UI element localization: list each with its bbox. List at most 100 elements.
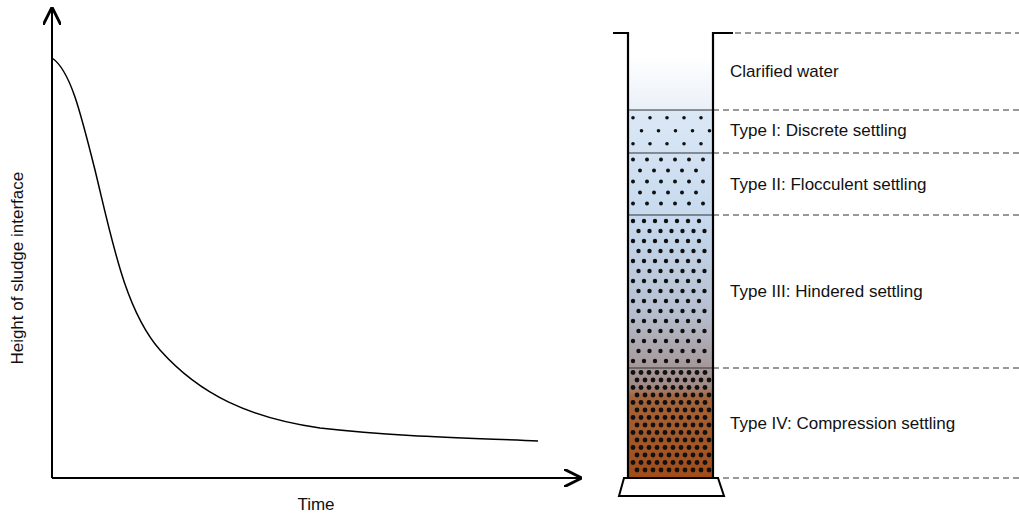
particle-dot bbox=[671, 385, 676, 390]
particle-dot bbox=[631, 415, 636, 420]
particle-dot bbox=[675, 453, 680, 458]
particle-dot bbox=[651, 378, 656, 383]
particle-dot bbox=[703, 415, 708, 420]
particle-dot bbox=[691, 269, 695, 273]
particle-dot bbox=[631, 400, 636, 405]
particle-dot bbox=[691, 408, 696, 413]
particle-dot bbox=[653, 299, 657, 303]
particle-dot bbox=[631, 142, 635, 146]
particle-dot bbox=[697, 339, 701, 343]
particle-dot bbox=[658, 269, 662, 273]
particle-dot bbox=[687, 400, 692, 405]
particle-dot bbox=[699, 423, 704, 428]
particle-dot bbox=[697, 279, 701, 283]
zone-label: Type III: Hindered settling bbox=[730, 282, 923, 302]
particle-dot bbox=[647, 400, 652, 405]
particle-dot bbox=[642, 259, 646, 263]
particle-dot bbox=[686, 339, 690, 343]
particle-dot bbox=[680, 329, 684, 333]
particle-dot bbox=[647, 229, 651, 233]
particle-dot bbox=[631, 339, 635, 343]
particle-dot bbox=[675, 393, 680, 398]
particle-dot bbox=[703, 430, 708, 435]
particle-dot bbox=[631, 180, 635, 184]
particle-dot bbox=[683, 378, 688, 383]
particle-dot bbox=[639, 370, 644, 375]
particle-dot bbox=[675, 239, 679, 243]
particle-dot bbox=[645, 158, 649, 162]
particle-dot bbox=[642, 239, 646, 243]
particle-dot bbox=[647, 269, 651, 273]
particle-dot bbox=[659, 468, 664, 473]
particle-dot bbox=[701, 202, 705, 206]
particle-dot bbox=[687, 202, 691, 206]
particle-dot bbox=[691, 349, 695, 353]
particle-dot bbox=[655, 430, 660, 435]
particle-dot bbox=[675, 259, 679, 263]
particle-dot bbox=[673, 180, 677, 184]
particle-dot bbox=[702, 289, 706, 293]
particle-dot bbox=[673, 158, 677, 162]
particle-dot bbox=[707, 423, 712, 428]
particle-dot bbox=[707, 438, 712, 443]
dashed-guides bbox=[713, 33, 1019, 478]
particle-dot bbox=[664, 239, 668, 243]
particle-dot bbox=[686, 239, 690, 243]
particle-dot bbox=[631, 319, 635, 323]
particle-dot bbox=[686, 299, 690, 303]
particle-dot bbox=[648, 116, 652, 120]
particle-dot bbox=[631, 279, 635, 283]
zone-label: Type I: Discrete settling bbox=[730, 121, 907, 141]
particle-dot bbox=[675, 359, 679, 363]
particle-dot bbox=[631, 202, 635, 206]
particle-dot bbox=[686, 219, 690, 223]
particle-dot bbox=[636, 349, 640, 353]
particle-dot bbox=[658, 309, 662, 313]
particle-dot bbox=[663, 430, 668, 435]
particle-dot bbox=[667, 468, 672, 473]
particle-dot bbox=[683, 453, 688, 458]
particle-dot bbox=[697, 219, 701, 223]
particle-dot bbox=[631, 158, 635, 162]
particle-dot bbox=[695, 385, 700, 390]
particle-dot bbox=[695, 415, 700, 420]
particle-dot bbox=[687, 415, 692, 420]
particle-dot bbox=[652, 169, 656, 173]
particle-dot bbox=[655, 415, 660, 420]
particle-dot bbox=[658, 229, 662, 233]
particle-dot bbox=[663, 370, 668, 375]
particle-dot bbox=[675, 299, 679, 303]
particle-dot bbox=[687, 158, 691, 162]
particle-dot bbox=[687, 430, 692, 435]
particle-dot bbox=[686, 319, 690, 323]
particle-dot bbox=[631, 445, 636, 450]
particle-dot bbox=[647, 349, 651, 353]
particle-dot bbox=[653, 359, 657, 363]
particle-dot bbox=[631, 239, 635, 243]
particle-dot bbox=[642, 299, 646, 303]
chart-axes bbox=[52, 9, 580, 478]
particle-dot bbox=[703, 460, 708, 465]
particle-dot bbox=[702, 249, 706, 253]
particle-dot bbox=[687, 180, 691, 184]
particle-dot bbox=[657, 129, 661, 133]
particle-dot bbox=[664, 339, 668, 343]
particle-dot bbox=[683, 393, 688, 398]
particle-dot bbox=[642, 219, 646, 223]
zone-label: Clarified water bbox=[730, 62, 839, 82]
particle-dot bbox=[631, 116, 635, 120]
particle-dot bbox=[664, 219, 668, 223]
particle-dot bbox=[636, 309, 640, 313]
particle-dot bbox=[643, 438, 648, 443]
sludge-zones bbox=[628, 110, 713, 478]
particle-dot bbox=[697, 359, 701, 363]
particle-dot bbox=[687, 370, 692, 375]
particle-dot bbox=[659, 408, 664, 413]
particle-dot bbox=[707, 468, 712, 473]
particle-dot bbox=[699, 408, 704, 413]
particle-dot bbox=[655, 370, 660, 375]
particle-dot bbox=[655, 445, 660, 450]
particle-dot bbox=[664, 279, 668, 283]
particle-dot bbox=[675, 438, 680, 443]
particle-dot bbox=[697, 239, 701, 243]
